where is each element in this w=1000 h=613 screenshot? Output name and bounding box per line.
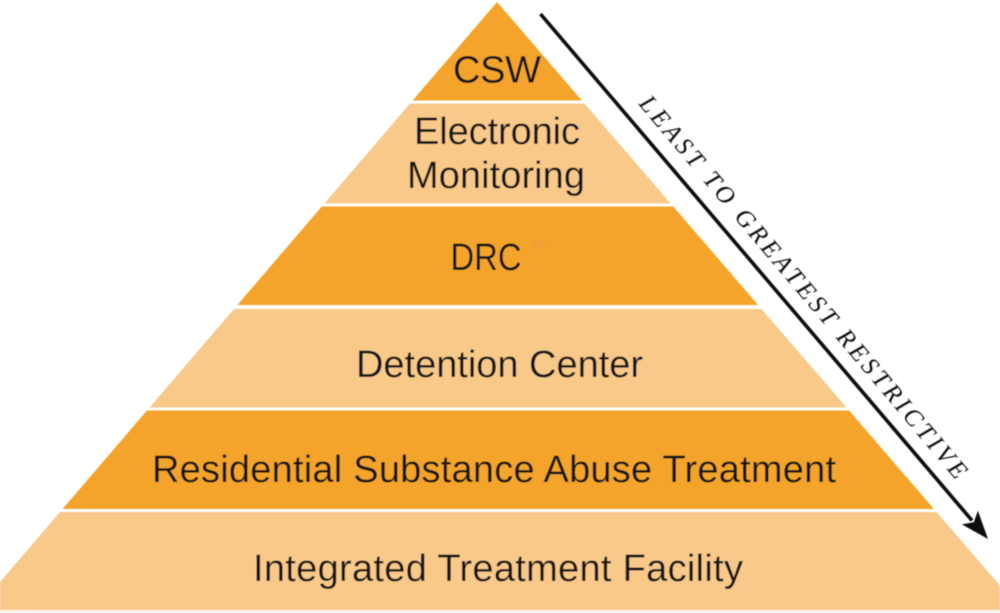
svg-text:Residential Substance Abuse Tr: Residential Substance Abuse Treatment bbox=[152, 449, 836, 491]
svg-text:DRC: DRC bbox=[451, 237, 522, 279]
svg-text:Integrated Treatment Facility: Integrated Treatment Facility bbox=[253, 548, 743, 590]
svg-text:CSW: CSW bbox=[453, 50, 541, 92]
svg-text:Detention Center: Detention Center bbox=[356, 344, 643, 386]
svg-text:Electronic: Electronic bbox=[414, 111, 580, 153]
svg-text:Monitoring: Monitoring bbox=[407, 155, 585, 197]
